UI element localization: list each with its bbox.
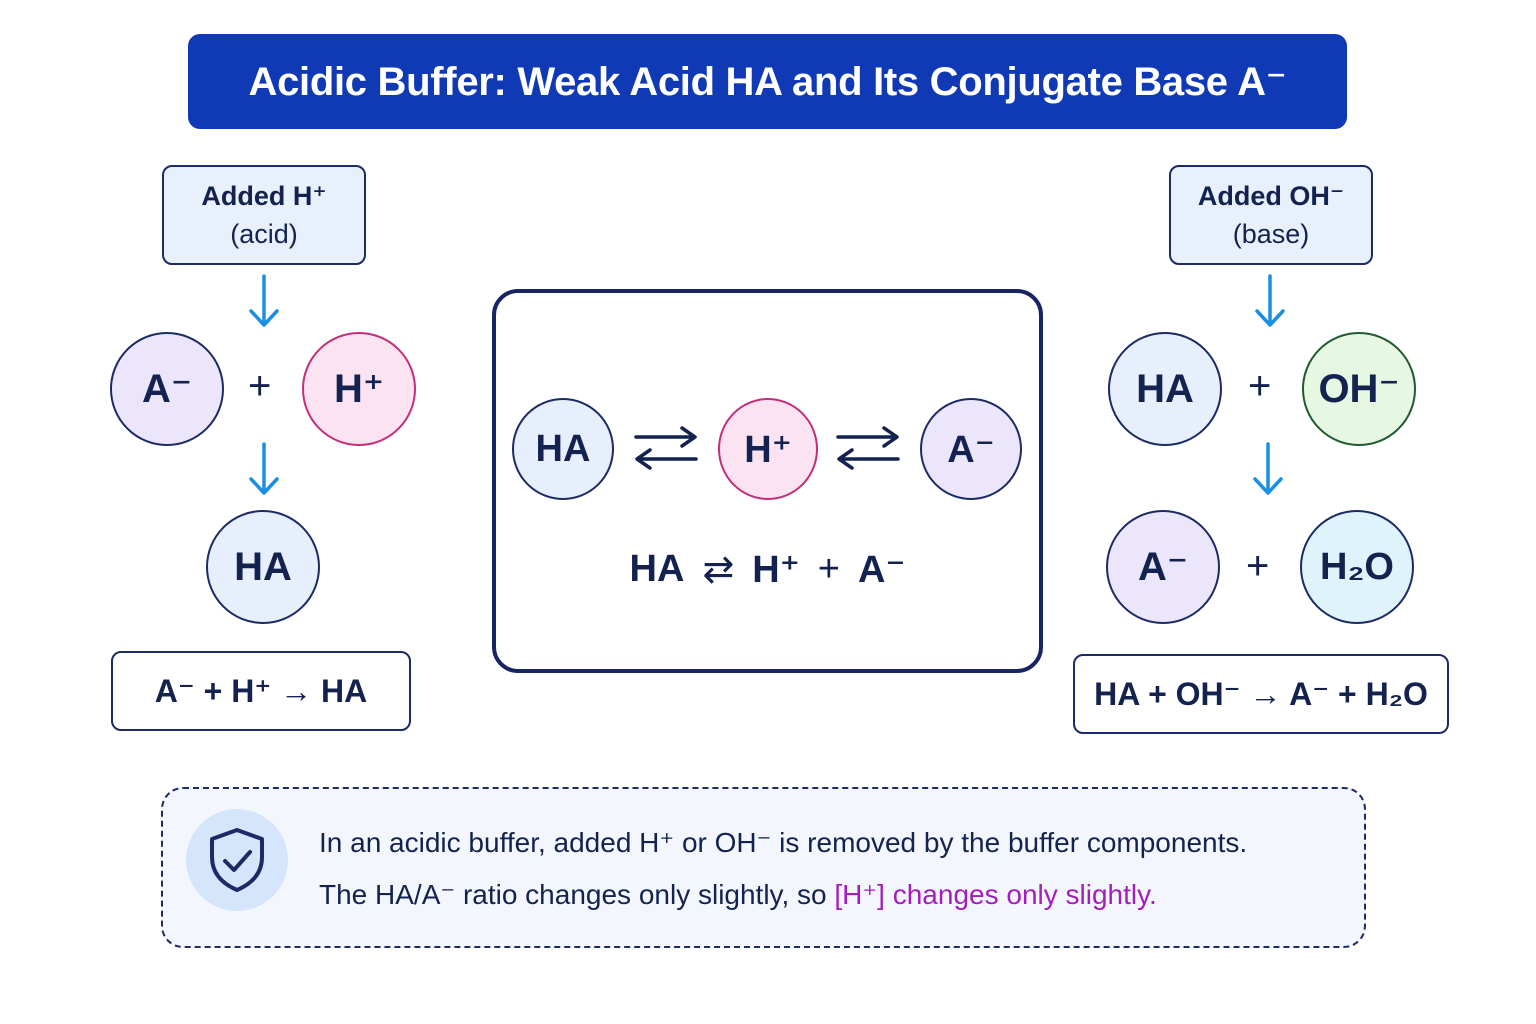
equilibrium-arrows-icon [836, 426, 900, 470]
title-bar: Acidic Buffer: Weak Acid HA and Its Conj… [188, 34, 1347, 129]
down-arrow-icon [249, 442, 279, 495]
down-arrow-icon [1253, 442, 1283, 495]
plus-sign: + [1248, 364, 1272, 408]
added-base-label: Added OH⁻ [1197, 181, 1345, 211]
h-plus-label: H⁺ [334, 367, 384, 411]
h-plus-circle: H⁺ [302, 332, 416, 446]
ha-equilibrium-label: HA [535, 427, 591, 470]
acid-equation-text: A⁻ + H⁺ → HA [154, 673, 368, 709]
a-minus-label: A⁻ [142, 367, 192, 411]
equilibrium-equation: HA ⇄ H⁺ + A⁻ [492, 540, 1043, 598]
added-acid-label: Added H⁺ [201, 181, 327, 211]
a-minus-product-circle: A⁻ [1106, 510, 1220, 624]
added-acid-tag: Added H⁺ (acid) [162, 165, 366, 265]
ha-product-label: HA [234, 544, 292, 589]
equation-ha: HA [629, 547, 685, 590]
base-neutralization-equation: HA + OH⁻ → A⁻ + H₂O [1073, 654, 1449, 734]
ha-reactant-circle: HA [1108, 332, 1222, 446]
shield-icon-badge [186, 809, 288, 911]
added-base-tag: Added OH⁻ (base) [1169, 165, 1373, 265]
acid-neutralization-equation: A⁻ + H⁺ → HA [111, 651, 411, 731]
plus-sign: + [1246, 544, 1270, 588]
equation-h-plus: H⁺ [752, 548, 800, 591]
ha-reactant-label: HA [1136, 366, 1194, 411]
note-highlight: [H⁺] changes only slightly. [834, 879, 1157, 910]
summary-note [161, 787, 1366, 948]
page-title: Acidic Buffer: Weak Acid HA and Its Conj… [248, 59, 1287, 104]
a-minus-circle: A⁻ [110, 332, 224, 446]
equation-equilibrium-arrow: ⇄ [702, 548, 735, 591]
ha-product-circle: HA [206, 510, 320, 624]
equilibrium-arrows-icon [634, 426, 698, 470]
plus-sign: + [248, 364, 272, 408]
equation-plus: + [817, 547, 840, 590]
note-line-2-text: The HA/A⁻ ratio changes only slightly, s… [319, 879, 827, 910]
a-minus-equilibrium-circle: A⁻ [920, 398, 1022, 500]
equation-a-minus: A⁻ [857, 548, 906, 591]
note-line-2: The HA/A⁻ ratio changes only slightly, s… [319, 878, 1157, 911]
h-plus-equilibrium-circle: H⁺ [718, 398, 818, 500]
added-base-sublabel: (base) [1232, 219, 1310, 249]
water-label: H₂O [1320, 545, 1394, 588]
base-equation-text: HA + OH⁻ → A⁻ + H₂O [1094, 676, 1428, 712]
added-acid-sublabel: (acid) [230, 219, 298, 249]
down-arrow-icon [1255, 274, 1285, 327]
shield-check-icon [210, 828, 264, 892]
a-minus-equilibrium-label: A⁻ [947, 428, 995, 471]
ha-equilibrium-circle: HA [512, 398, 614, 500]
water-circle: H₂O [1300, 510, 1414, 624]
a-minus-product-label: A⁻ [1138, 545, 1188, 589]
note-line-1: In an acidic buffer, added H⁺ or OH⁻ is … [319, 827, 1248, 858]
oh-minus-circle: OH⁻ [1302, 332, 1416, 446]
h-plus-equilibrium-label: H⁺ [744, 428, 792, 471]
oh-minus-label: OH⁻ [1318, 367, 1400, 411]
down-arrow-icon [249, 274, 279, 327]
